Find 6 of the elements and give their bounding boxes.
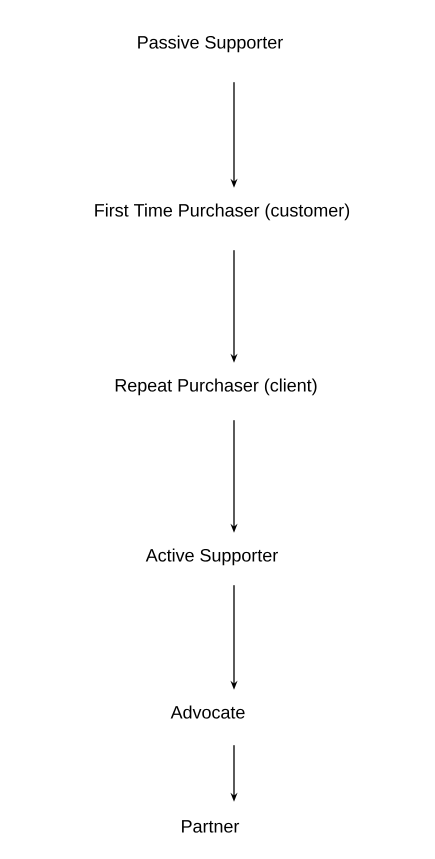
stage-label: Repeat Purchaser (client) <box>116 378 316 396</box>
stage-label: Passive Supporter <box>138 36 283 52</box>
stage-label: Advocate <box>170 706 245 719</box>
stage-label: Partner <box>182 820 240 833</box>
stage-label: Active Supporter <box>146 548 278 566</box>
stage-label: First Time Purchaser (customer) <box>95 204 350 220</box>
